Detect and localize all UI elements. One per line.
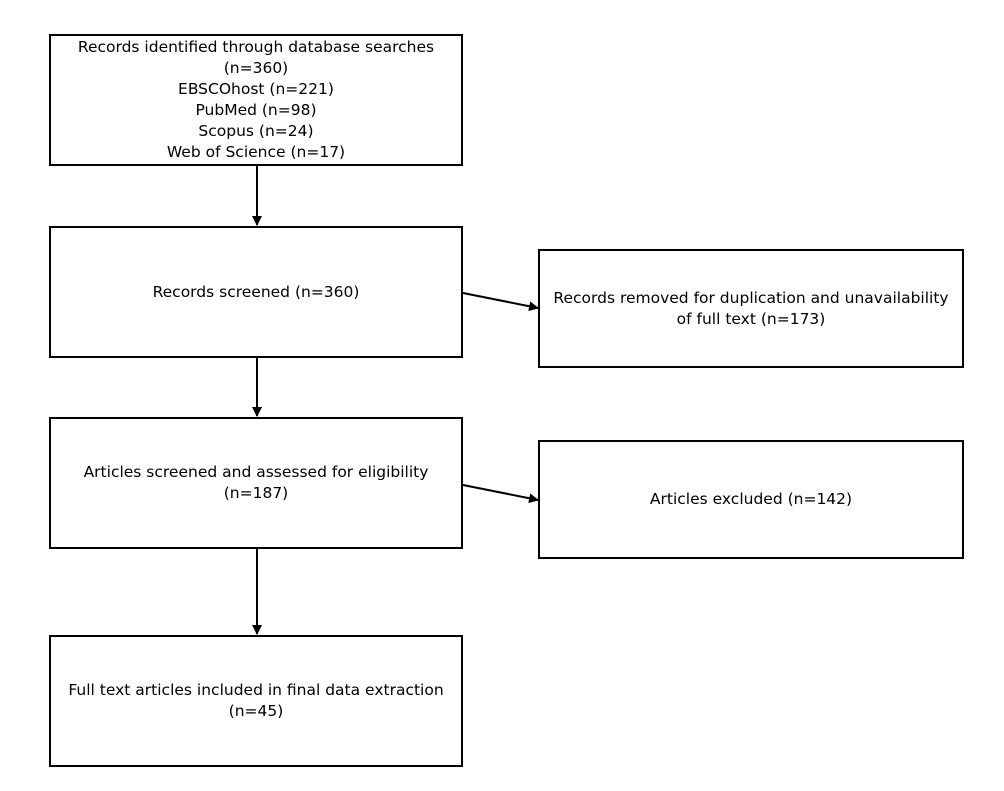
- eligibility-box: Articles screened and assessed for eligi…: [49, 417, 463, 549]
- source-ebscohost: EBSCOhost (n=221): [178, 80, 334, 98]
- removed-box: Records removed for duplication and unav…: [538, 249, 964, 368]
- excluded-text: Articles excluded (n=142): [650, 489, 852, 510]
- included-line-1: Full text articles included in final dat…: [68, 681, 444, 699]
- identification-title: Records identified through database sear…: [77, 38, 435, 56]
- screening-label: Records screened (n=360): [152, 282, 360, 301]
- removed-line-2: of full text (n=173): [676, 309, 826, 328]
- eligibility-line-1: Articles screened and assessed for eligi…: [83, 463, 429, 481]
- included-text: Full text articles included in final dat…: [68, 680, 443, 722]
- eligibility-line-2: (n=187): [223, 484, 289, 502]
- source-web-of-science: Web of Science (n=17): [166, 143, 346, 161]
- arrow-screening-to-removed: [462, 292, 539, 312]
- eligibility-text: Articles screened and assessed for eligi…: [84, 462, 429, 504]
- arrow-eligibility-to-excluded: [462, 484, 539, 504]
- removed-line-1: Records removed for duplication and unav…: [553, 288, 949, 307]
- included-line-2: (n=45): [228, 702, 284, 720]
- identification-box: Records identified through database sear…: [49, 34, 463, 166]
- removed-text: Records removed for duplication and unav…: [553, 288, 948, 330]
- excluded-box: Articles excluded (n=142): [538, 440, 964, 559]
- included-box: Full text articles included in final dat…: [49, 635, 463, 767]
- screening-text: Records screened (n=360): [153, 282, 360, 303]
- identification-text: Records identified through database sear…: [78, 37, 434, 163]
- source-pubmed: PubMed (n=98): [195, 101, 317, 119]
- source-scopus: Scopus (n=24): [198, 122, 314, 140]
- excluded-label: Articles excluded (n=142): [649, 490, 853, 508]
- identification-total: (n=360): [223, 59, 289, 77]
- screening-box: Records screened (n=360): [49, 226, 463, 358]
